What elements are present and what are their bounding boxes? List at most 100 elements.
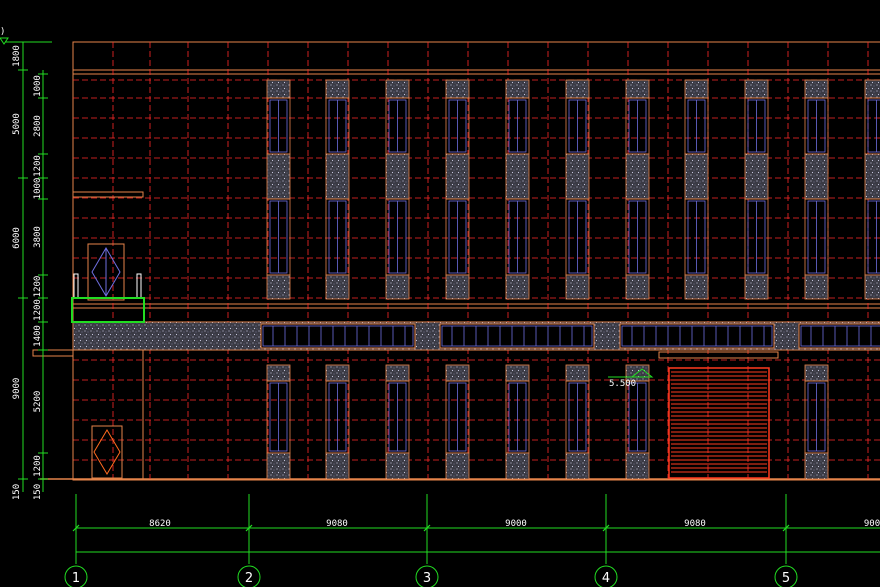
inner-dim-7: 1400	[33, 325, 43, 347]
spandrel-top-5	[565, 79, 590, 99]
spandrel-top-0	[266, 79, 291, 99]
spandrel-mid-7	[684, 153, 709, 200]
outer-dim-4: 150	[12, 484, 22, 500]
spandrel-mid-3	[445, 153, 470, 200]
ribbon-window-3	[798, 323, 880, 349]
ground-spandrel-bottom-6	[625, 452, 650, 480]
construction-grid	[73, 42, 880, 479]
spandrel-low-6	[625, 274, 650, 300]
rolling-shutter-door	[658, 351, 779, 479]
spandrel-low-1	[325, 274, 350, 300]
spandrel-low-9	[804, 274, 829, 300]
building-outline	[72, 41, 880, 481]
axis-bubbles: 1 2 3 4 5	[64, 494, 798, 587]
horizontal-dim-0: 8620	[149, 519, 171, 529]
spandrel-mid-5	[565, 153, 590, 200]
left-ledge	[72, 191, 144, 198]
middle-window-10-glass	[867, 200, 880, 274]
dim-tick	[72, 524, 80, 532]
entry-door-diamond	[93, 429, 121, 475]
left-sill	[32, 349, 74, 357]
spandrel-low-8	[744, 274, 769, 300]
horizontal-dim-1: 9080	[326, 519, 348, 529]
vertical-dimensions-inner: 1000280012001000380012001200140052001200…	[33, 73, 48, 500]
axis-bubble-1	[237, 565, 261, 587]
spandrel-mid-1	[325, 153, 350, 200]
spandrel-mid-9	[804, 153, 829, 200]
inner-dim-3: 1000	[33, 178, 43, 200]
canopy-group	[72, 321, 880, 351]
spandrel-mid-2	[385, 153, 410, 200]
spandrel-top-3	[445, 79, 470, 99]
axis-bubble-0	[64, 565, 88, 587]
shutter-slats	[671, 371, 767, 473]
dimension-lines	[5, 41, 880, 553]
spandrel-top-7	[684, 79, 709, 99]
ground-spandrel-top-5	[565, 364, 590, 382]
dim-tick	[602, 524, 610, 532]
shutter-header	[658, 351, 779, 359]
ground-spandrel-top-2	[385, 364, 410, 382]
ribbon-glass-0	[262, 325, 414, 347]
spandrel-low-10	[864, 274, 880, 300]
ribbon-glass-1	[441, 325, 593, 347]
ground-spandrel-top-0	[266, 364, 291, 382]
horizontal-dim-4: 900	[864, 519, 880, 529]
spandrel-low-2	[385, 274, 410, 300]
upper-window-10	[864, 97, 880, 155]
spandrel-mid-10	[864, 153, 880, 200]
spandrel-low-3	[445, 274, 470, 300]
outer-dim-3: 9000	[12, 378, 22, 400]
outer-dim-2: 6000	[12, 227, 22, 249]
spandrel-top-10	[864, 79, 880, 99]
spandrel-top-9	[804, 79, 829, 99]
dim-tick	[245, 524, 253, 532]
inner-dim-5: 1200	[33, 276, 43, 298]
spandrel-top-4	[505, 79, 530, 99]
entry-bay	[72, 349, 144, 480]
dim-tick	[782, 524, 790, 532]
spandrel-low-0	[266, 274, 291, 300]
spandrel-mid-4	[505, 153, 530, 200]
inner-dim-2: 1200	[33, 155, 43, 177]
inner-dim-1: 2800	[33, 115, 43, 137]
spandrel-top-1	[325, 79, 350, 99]
axis-label-1: 2	[245, 571, 253, 586]
level-marker: 5.500	[608, 368, 654, 389]
ground-spandrel-top-4	[505, 364, 530, 382]
axis-label-3: 4	[602, 571, 610, 586]
window-group	[266, 79, 880, 480]
ground-spandrel-top-3	[445, 364, 470, 382]
inner-dim-8: 5200	[33, 391, 43, 413]
spandrel-top-8	[744, 79, 769, 99]
ground-spandrel-top-9	[804, 364, 829, 382]
balcony-rail	[71, 297, 145, 323]
outer-dim-0: 1800	[12, 45, 22, 67]
axis-label-2: 3	[423, 571, 431, 586]
horizontal-dimensions: 8620 9080 9000 9080 900	[149, 519, 880, 529]
dim-tick	[423, 524, 431, 532]
axis-bubble-2	[415, 565, 439, 587]
horizontal-dim-2: 9000	[505, 519, 527, 529]
ground-spandrel-top-1	[325, 364, 350, 382]
ribbon-window-1	[439, 323, 595, 349]
axis-label-4: 5	[782, 571, 790, 586]
upper-diamond-window	[87, 243, 125, 301]
outer-dim-1: 5000	[12, 113, 22, 135]
axis-bubble-4	[774, 565, 798, 587]
spandrel-low-5	[565, 274, 590, 300]
middle-window-10	[864, 198, 880, 276]
inner-dim-9: 1200	[33, 455, 43, 477]
ribbon-glass-2	[621, 325, 773, 347]
spandrel-top-2	[385, 79, 410, 99]
entry-door	[91, 425, 123, 479]
shutter-frame	[668, 367, 770, 479]
spandrel-mid-0	[266, 153, 291, 200]
spandrel-mid-8	[744, 153, 769, 200]
horizontal-dim-3: 9080	[684, 519, 706, 529]
inner-dim-6: 1200	[33, 299, 43, 321]
ground-spandrel-bottom-9	[804, 452, 829, 480]
ground-spandrel-bottom-3	[445, 452, 470, 480]
axis-label-0: 1	[72, 571, 80, 586]
